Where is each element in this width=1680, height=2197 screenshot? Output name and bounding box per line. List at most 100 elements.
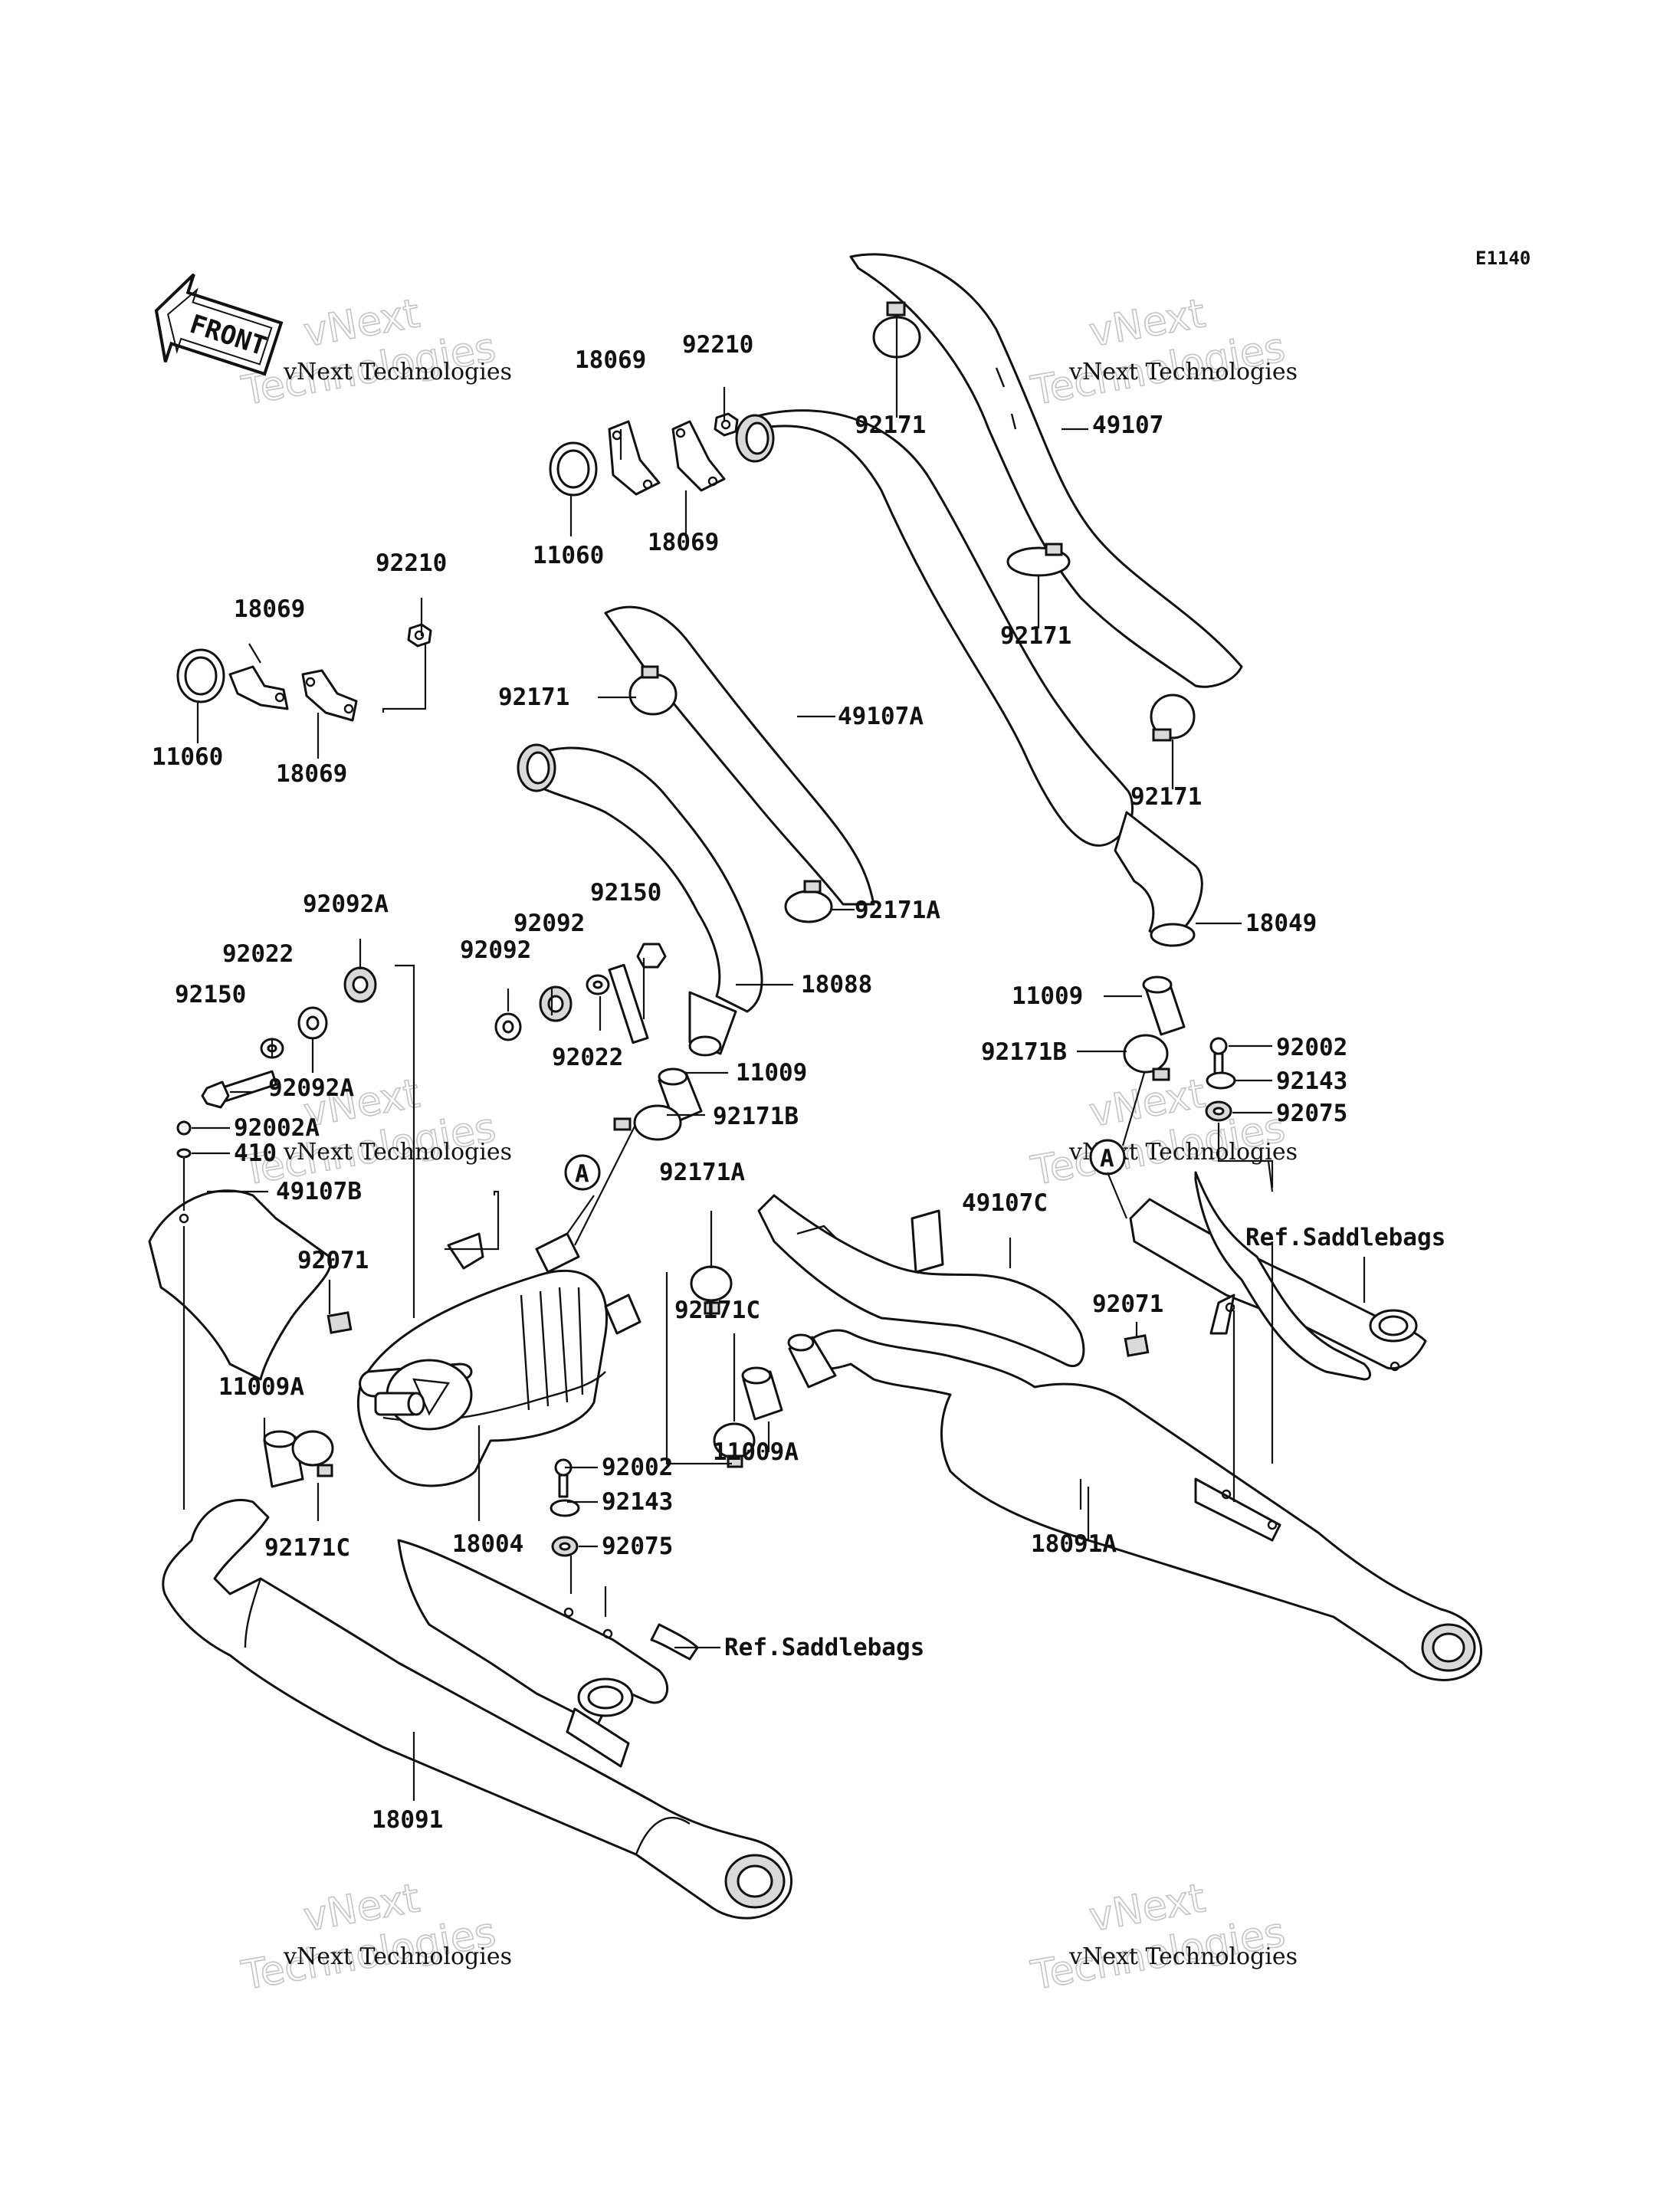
grommet-92075-right (1205, 1100, 1232, 1122)
label-92171: 92171 (1000, 622, 1071, 650)
bolt-92002-right (1209, 1037, 1228, 1075)
gasket-11060-top (549, 441, 598, 497)
clamp-92171B-left (613, 1104, 682, 1141)
gasket-11060-left (176, 648, 225, 703)
label-49107: 49107 (1092, 412, 1163, 439)
label-49107C: 49107C (962, 1189, 1048, 1217)
muffler-18091 (162, 1498, 793, 1920)
flange-18069-top-a (608, 420, 661, 496)
label-92092A: 92092A (268, 1074, 354, 1102)
muffler-18004 (356, 1232, 641, 1487)
label-92171B: 92171B (981, 1038, 1067, 1066)
label-92022: 92022 (552, 1044, 623, 1071)
label-18069: 18069 (648, 529, 719, 556)
damper-92092-center-b (539, 985, 573, 1022)
watermark-top-left: vNext Technologies vNext Technologies (238, 290, 512, 415)
label-11009: 11009 (736, 1059, 807, 1087)
label-92143: 92143 (1276, 1067, 1347, 1095)
heat-shield-49107A (604, 605, 875, 906)
flange-18069-top-b (671, 420, 726, 492)
watermark-caption: vNext Technologies (1068, 359, 1298, 385)
label-49107B: 49107B (276, 1178, 362, 1205)
label-92022: 92022 (222, 940, 294, 968)
label-92171A: 92171A (659, 1159, 745, 1186)
label-18069: 18069 (276, 760, 347, 788)
sleeve-11009-right (1142, 976, 1186, 1036)
bolt-92150-center (608, 943, 667, 1044)
label-92171: 92171 (1130, 783, 1202, 811)
heat-shield-49107 (849, 253, 1243, 688)
leader-lines (182, 318, 1366, 1801)
grommet-92075-center (551, 1536, 579, 1557)
flange-18069-left-a (228, 665, 289, 710)
exhaust-pipe-18049 (735, 409, 1203, 947)
label-18049: 18049 (1245, 910, 1317, 937)
flange-18069-left-b (301, 669, 358, 722)
watermark-caption: vNext Technologies (283, 1943, 512, 1970)
label-18069: 18069 (234, 595, 305, 623)
label-92143: 92143 (602, 1488, 673, 1516)
watermark-caption: vNext Technologies (283, 359, 512, 385)
washer-92143-center (550, 1499, 580, 1517)
damper-92092-center-a (494, 1012, 522, 1041)
label-92002A: 92002A (234, 1114, 320, 1142)
label-49107A: 49107A (838, 703, 924, 730)
label-92171C: 92171C (264, 1534, 350, 1562)
saddlebag-bracket-right (1129, 1171, 1427, 1381)
part-labels: 18069 92210 11060 18069 92171 49107 9217… (152, 331, 1445, 1834)
callout-a-right-label: A (1100, 1145, 1114, 1172)
label-92092A: 92092A (303, 890, 389, 918)
label-11009: 11009 (1012, 982, 1083, 1010)
damper-92092A-left-a (343, 966, 377, 1003)
label-92071: 92071 (297, 1247, 369, 1274)
label-92071: 92071 (1092, 1290, 1163, 1318)
label-11009A: 11009A (713, 1438, 799, 1466)
label-92171A: 92171A (855, 897, 940, 924)
label-92171: 92171 (498, 684, 569, 711)
label-11060: 11060 (152, 743, 223, 771)
bolt-92002-center (554, 1458, 573, 1498)
ref-saddlebags-left: Ref.Saddlebags (724, 1634, 924, 1661)
label-92171: 92171 (855, 412, 926, 439)
grommet-92071-left (326, 1311, 353, 1334)
washer-92022-center (586, 974, 610, 995)
watermark-bottom-left: vNext Technologies vNext Technologies (238, 1875, 512, 2000)
watermark-mid-left: vNext Technologies vNext Technologies (238, 1071, 512, 1195)
clamp-92171C-right (713, 1422, 756, 1468)
washer-410 (176, 1148, 192, 1159)
bolt-92002A (176, 1120, 192, 1136)
label-92150: 92150 (590, 879, 661, 907)
clamp-92171-left (628, 665, 678, 716)
label-18088: 18088 (801, 971, 872, 998)
front-arrow-icon: FRONT (154, 273, 284, 376)
diagram-code: E1140 (1475, 248, 1531, 269)
label-11009A: 11009A (218, 1373, 304, 1401)
label-92171B: 92171B (713, 1103, 799, 1130)
watermark-mid-right: vNext Technologies vNext Technologies (1027, 1071, 1298, 1195)
label-92210: 92210 (682, 331, 753, 359)
label-18069: 18069 (575, 346, 646, 374)
label-92150: 92150 (175, 981, 246, 1008)
watermark-bottom-right: vNext Technologies vNext Technologies (1027, 1875, 1298, 2000)
callout-a-left (564, 1154, 601, 1191)
washer-92143-right (1206, 1071, 1236, 1090)
label-92092: 92092 (514, 910, 585, 937)
watermark-caption: vNext Technologies (1068, 1943, 1298, 1970)
damper-92092A-left-b (297, 1006, 328, 1040)
sleeve-11009A-right (741, 1366, 783, 1421)
muffler-18091A (787, 1329, 1483, 1681)
clamp-92171A-top (784, 880, 833, 923)
heat-shield-49107B (148, 1189, 333, 1381)
clamp-92171C-left (291, 1430, 334, 1477)
label-11060: 11060 (533, 542, 604, 569)
label-92171C: 92171C (674, 1297, 760, 1324)
label-92002: 92002 (602, 1454, 673, 1481)
clamp-92171-low (1150, 694, 1196, 742)
label-18004: 18004 (452, 1530, 523, 1558)
callout-a-left-label: A (575, 1160, 589, 1188)
label-92210: 92210 (376, 549, 447, 577)
grommet-92071-right (1124, 1334, 1150, 1357)
heat-shield-49107C (757, 1194, 1085, 1367)
label-18091: 18091 (372, 1806, 443, 1834)
